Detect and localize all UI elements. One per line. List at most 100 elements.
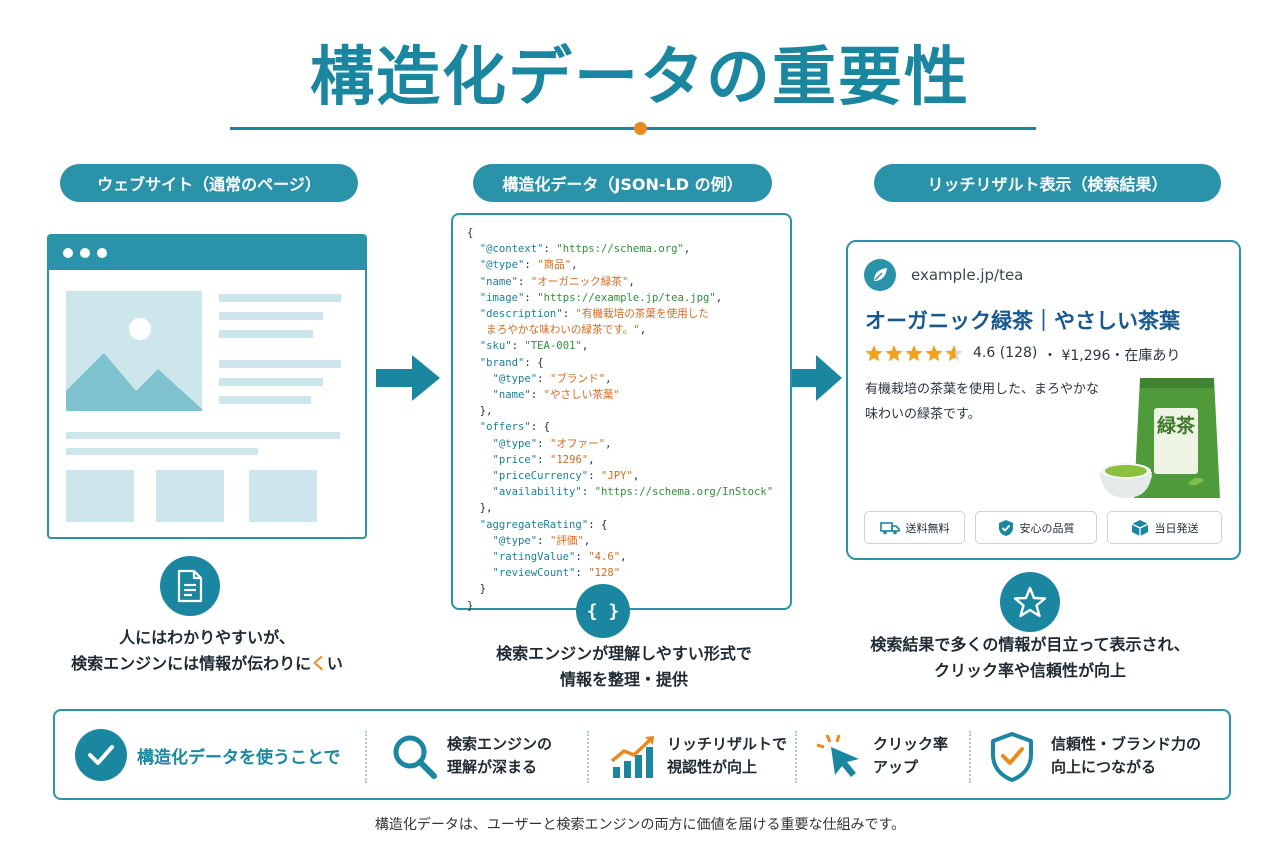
document-icon (160, 556, 220, 616)
code-value: "JPY" (600, 470, 633, 483)
code-line: }, (467, 403, 778, 419)
benefit-line: 向上につながる (1051, 758, 1157, 776)
code-line: "price": "1296", (467, 452, 778, 468)
code-comma: , (605, 437, 612, 450)
json-ld-code: { "@context": "https://schema.org", "@ty… (467, 225, 778, 614)
code-key: "aggregateRating" (479, 518, 589, 531)
image-placeholder-icon (66, 291, 202, 411)
code-line: "@context": "https://schema.org", (467, 241, 778, 257)
divider (365, 731, 367, 783)
cursor-click-icon (816, 734, 859, 777)
rising-chart-icon (610, 736, 654, 778)
code-value: { (543, 421, 550, 434)
code-colon: : (524, 356, 538, 369)
code-comma: , (583, 534, 591, 547)
benefit-line: 信頼性・ブランド力の (1051, 735, 1202, 753)
title-underline (230, 127, 1036, 130)
divider (795, 731, 797, 783)
code-line: { (467, 225, 778, 241)
benefit-line: クリック率 (873, 735, 949, 753)
code-line: "sku": "TEA-001", (467, 338, 778, 354)
rating-star-icon (885, 345, 903, 362)
code-indent (467, 567, 493, 579)
feature-quality[interactable]: 安心の品質 (975, 511, 1097, 544)
benefit-line: アップ (873, 758, 919, 776)
code-colon: : (518, 275, 531, 288)
code-colon: : (581, 486, 595, 499)
code-comma: , (632, 470, 640, 483)
code-key: "brand" (479, 356, 525, 369)
caption-line: 検索結果で多くの情報が目立って表示され、 (870, 635, 1190, 654)
braces-icon: { } (576, 584, 630, 638)
code-line: } (467, 598, 778, 614)
section-label-rich: リッチリザルト表示（検索結果） (874, 164, 1221, 202)
code-comma: , (683, 243, 691, 256)
benefits-box: 構造化データを使うことで 検索エンジンの 理解が深まる リッチリザルトで 視認性… (53, 709, 1231, 800)
code-indent (467, 373, 493, 385)
content-block (66, 470, 134, 522)
code-key: "name" (479, 275, 519, 288)
code-colon: : (511, 340, 525, 353)
code-value: "オーガニック緑茶" (530, 275, 629, 288)
code-indent (467, 324, 486, 336)
code-indent (467, 535, 493, 547)
code-line: } (467, 581, 778, 597)
code-indent (467, 340, 480, 352)
code-key: "availability" (492, 486, 582, 499)
code-colon: : (530, 421, 544, 434)
code-line: "@type": "商品", (467, 257, 778, 273)
code-value: まろやかな味わいの緑茶です。" (486, 324, 640, 337)
code-indent (467, 438, 493, 450)
text-line (219, 360, 341, 368)
caption-text: 検索エンジンには情報が伝わりに (71, 654, 311, 673)
code-value: "https://schema.org/InStock" (594, 486, 774, 499)
rating-star-icon (945, 345, 963, 362)
truck-icon (879, 521, 900, 534)
benefit-2-text: リッチリザルトで 視認性が向上 (667, 733, 787, 779)
code-colon: : (588, 518, 601, 531)
result-title-link[interactable]: オーガニック緑茶｜やさしい茶葉 (865, 309, 1180, 333)
result-url[interactable]: example.jp/tea (911, 266, 1024, 284)
shield-check-icon (991, 732, 1033, 782)
content-block (156, 470, 224, 522)
code-indent (467, 405, 480, 417)
code-line: "@type": "評価", (467, 533, 778, 549)
window-dot-icon (63, 248, 73, 258)
code-indent (467, 470, 493, 482)
code-value: } (479, 583, 487, 596)
code-colon: : (530, 389, 544, 402)
arrow-right-icon (376, 355, 440, 401)
feature-same-day[interactable]: 当日発送 (1107, 511, 1222, 544)
code-indent (467, 292, 480, 304)
code-brace: } (467, 599, 474, 612)
code-value: { (537, 356, 544, 369)
footer-note: 構造化データは、ユーザーと検索エンジンの両方に価値を届ける重要な仕組みです。 (374, 817, 906, 833)
window-dot-icon (80, 248, 90, 258)
text-line (219, 294, 341, 302)
code-key: "offers" (479, 421, 531, 434)
caption-line: 情報を整理・提供 (559, 670, 688, 689)
rating-star-icon (865, 345, 883, 362)
code-value: }, (479, 405, 493, 418)
code-key: "priceCurrency" (492, 470, 589, 483)
code-colon: : (537, 453, 550, 466)
search-icon (393, 735, 437, 779)
code-value: "評価" (549, 534, 584, 547)
code-indent (467, 243, 480, 255)
text-line (219, 378, 323, 386)
code-line: "description": "有機栽培の茶葉を使用した (467, 306, 778, 322)
code-comma: , (628, 275, 635, 288)
code-line: "ratingValue": "4.6", (467, 549, 778, 565)
code-colon: : (537, 372, 550, 385)
divider (587, 731, 589, 783)
code-value: "やさしい茶葉" (543, 389, 620, 402)
rich-caption: 検索結果で多くの情報が目立って表示され、 クリック率や信頼性が向上 (838, 632, 1222, 684)
check-circle-icon (75, 729, 127, 781)
code-value: "オファー" (549, 437, 606, 450)
content-block (249, 470, 317, 522)
code-comma: , (571, 259, 578, 272)
feature-free-shipping[interactable]: 送料無料 (864, 511, 965, 544)
page-title: 構造化データの重要性 (310, 41, 970, 115)
benefit-4-text: 信頼性・ブランド力の 向上につながる (1051, 733, 1201, 779)
code-colon: : (537, 437, 550, 450)
